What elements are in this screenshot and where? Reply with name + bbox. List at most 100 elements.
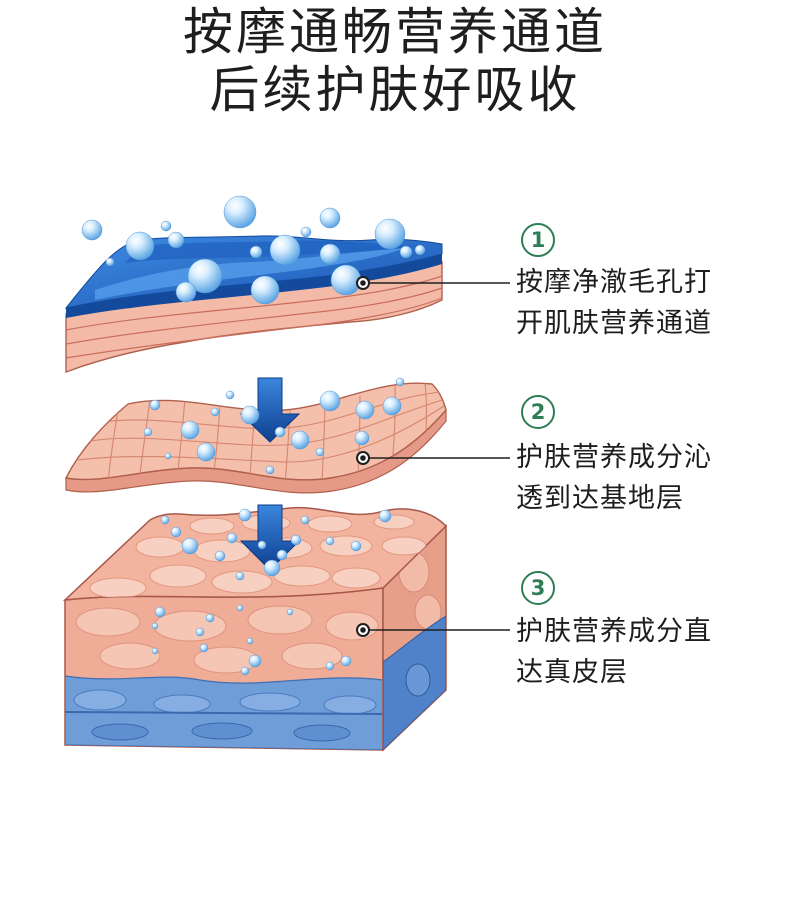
page-title-line-1: 按摩通畅营养通道 xyxy=(183,3,607,61)
fat-cell xyxy=(323,695,377,715)
bubble xyxy=(226,532,238,544)
skin-cell xyxy=(325,611,379,641)
bubble xyxy=(330,264,362,296)
page-title-line-2: 后续护肤好吸收 xyxy=(209,61,581,119)
bubble xyxy=(269,234,301,266)
bubble xyxy=(263,559,281,577)
fat-cell xyxy=(405,663,431,697)
epidermis-stripe xyxy=(65,287,443,345)
right-face-detail xyxy=(383,551,446,750)
bubble xyxy=(160,515,170,525)
bubble xyxy=(350,540,362,552)
bubble xyxy=(236,604,244,612)
bubble xyxy=(300,226,312,238)
skin-cell xyxy=(281,642,343,670)
cell-grid-line xyxy=(213,403,221,473)
cell-grid-line xyxy=(77,405,445,463)
bubble xyxy=(240,666,250,676)
fat-cell xyxy=(293,724,351,742)
bubble xyxy=(276,549,288,561)
callout-dot-center xyxy=(360,627,366,633)
cell-grid-line xyxy=(107,409,119,480)
callout-leader-2 xyxy=(356,451,510,465)
bubble xyxy=(290,534,302,546)
skin-cell xyxy=(189,517,235,535)
bubble xyxy=(274,426,286,438)
skin-cell xyxy=(273,565,331,587)
fat-cell xyxy=(91,723,149,741)
bubble xyxy=(354,430,370,446)
bubble xyxy=(175,281,197,303)
callout-dot-center xyxy=(360,455,366,461)
bubble xyxy=(154,606,166,618)
front-cells xyxy=(65,605,383,750)
bubble xyxy=(257,540,267,550)
bubble xyxy=(196,442,216,462)
skin-cell xyxy=(153,610,227,642)
step-1-line-2: 开肌肤营养通道 xyxy=(516,308,712,339)
skin-cell xyxy=(331,567,381,589)
bubble xyxy=(205,613,215,623)
step-description-3: 护肤营养成分直 达真皮层 xyxy=(516,611,712,693)
bubble xyxy=(187,258,223,294)
bubble xyxy=(238,508,252,522)
bubble xyxy=(170,526,182,538)
bubble xyxy=(249,245,263,259)
bubble xyxy=(395,377,405,387)
fat-cell xyxy=(73,689,127,711)
skin-cell xyxy=(135,536,185,558)
bubble xyxy=(81,219,103,241)
step-description-1: 按摩净澈毛孔打 开肌肤营养通道 xyxy=(516,262,712,344)
bubble xyxy=(151,622,159,630)
bubble xyxy=(160,220,172,232)
sheet-surface xyxy=(64,382,447,481)
basal-layer-sheet xyxy=(64,382,447,494)
bubble xyxy=(355,400,375,420)
bubble xyxy=(143,427,153,437)
step-3-line-2: 达真皮层 xyxy=(516,657,628,688)
bubble xyxy=(378,509,392,523)
step-2-line-1: 护肤营养成分沁 xyxy=(516,442,712,473)
step-description-2: 护肤营养成分沁 透到达基地层 xyxy=(516,437,712,519)
bubble xyxy=(223,195,257,229)
step-number-3: 3 xyxy=(521,571,555,605)
bubble xyxy=(340,655,352,667)
callout-leader-3 xyxy=(356,623,510,637)
step-3-line-1: 护肤营养成分直 xyxy=(516,616,712,647)
bubble xyxy=(214,550,226,562)
step-1-line-1: 按摩净澈毛孔打 xyxy=(516,267,712,298)
bubble xyxy=(180,420,200,440)
skin-cell xyxy=(75,607,141,637)
bubble xyxy=(199,643,209,653)
bubble xyxy=(125,231,155,261)
bubble xyxy=(319,243,341,265)
step-number-1: 1 xyxy=(521,223,555,257)
bubble xyxy=(300,515,310,525)
bubble xyxy=(319,207,341,229)
fat-cell xyxy=(153,694,211,714)
bubble xyxy=(250,275,280,305)
bubble xyxy=(235,571,245,581)
fat-cell xyxy=(239,692,301,712)
skin-cell xyxy=(247,605,313,635)
cell-grid-line xyxy=(177,397,186,471)
bubble xyxy=(414,244,426,256)
epidermis-stripe xyxy=(65,275,443,331)
bubble xyxy=(151,647,159,655)
bubble xyxy=(105,257,115,267)
blue-band-line xyxy=(65,711,383,715)
bubble xyxy=(265,465,275,475)
epidermis-stripe xyxy=(65,297,443,359)
skin-cell xyxy=(211,570,273,594)
skin-cell xyxy=(307,515,353,533)
bubble xyxy=(399,245,413,259)
bubble xyxy=(290,430,310,450)
bubble xyxy=(195,627,205,637)
callout-leader-1 xyxy=(356,276,510,290)
bubble xyxy=(315,447,325,457)
fat-cell xyxy=(191,722,253,740)
bubble xyxy=(181,537,199,555)
skin-cell xyxy=(99,642,161,670)
step-2-line-2: 透到达基地层 xyxy=(516,483,684,514)
